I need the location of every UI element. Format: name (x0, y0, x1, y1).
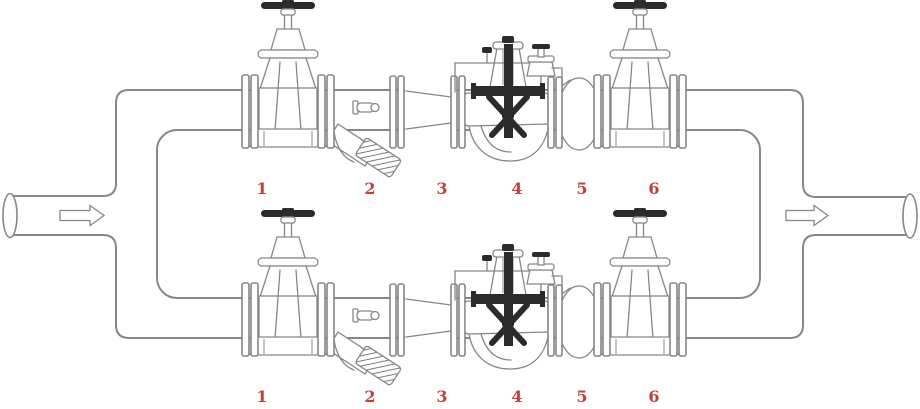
pipe-inner-island (156, 129, 761, 299)
flow-arrow-inlet-icon (59, 204, 106, 227)
pipe-network (2, 89, 918, 339)
inlet-pipe-opening (2, 192, 18, 239)
branch-top (242, 0, 686, 200)
outlet-pipe-opening (902, 193, 918, 239)
flow-arrow-outlet-icon (785, 204, 830, 227)
branch-bottom (242, 208, 686, 408)
